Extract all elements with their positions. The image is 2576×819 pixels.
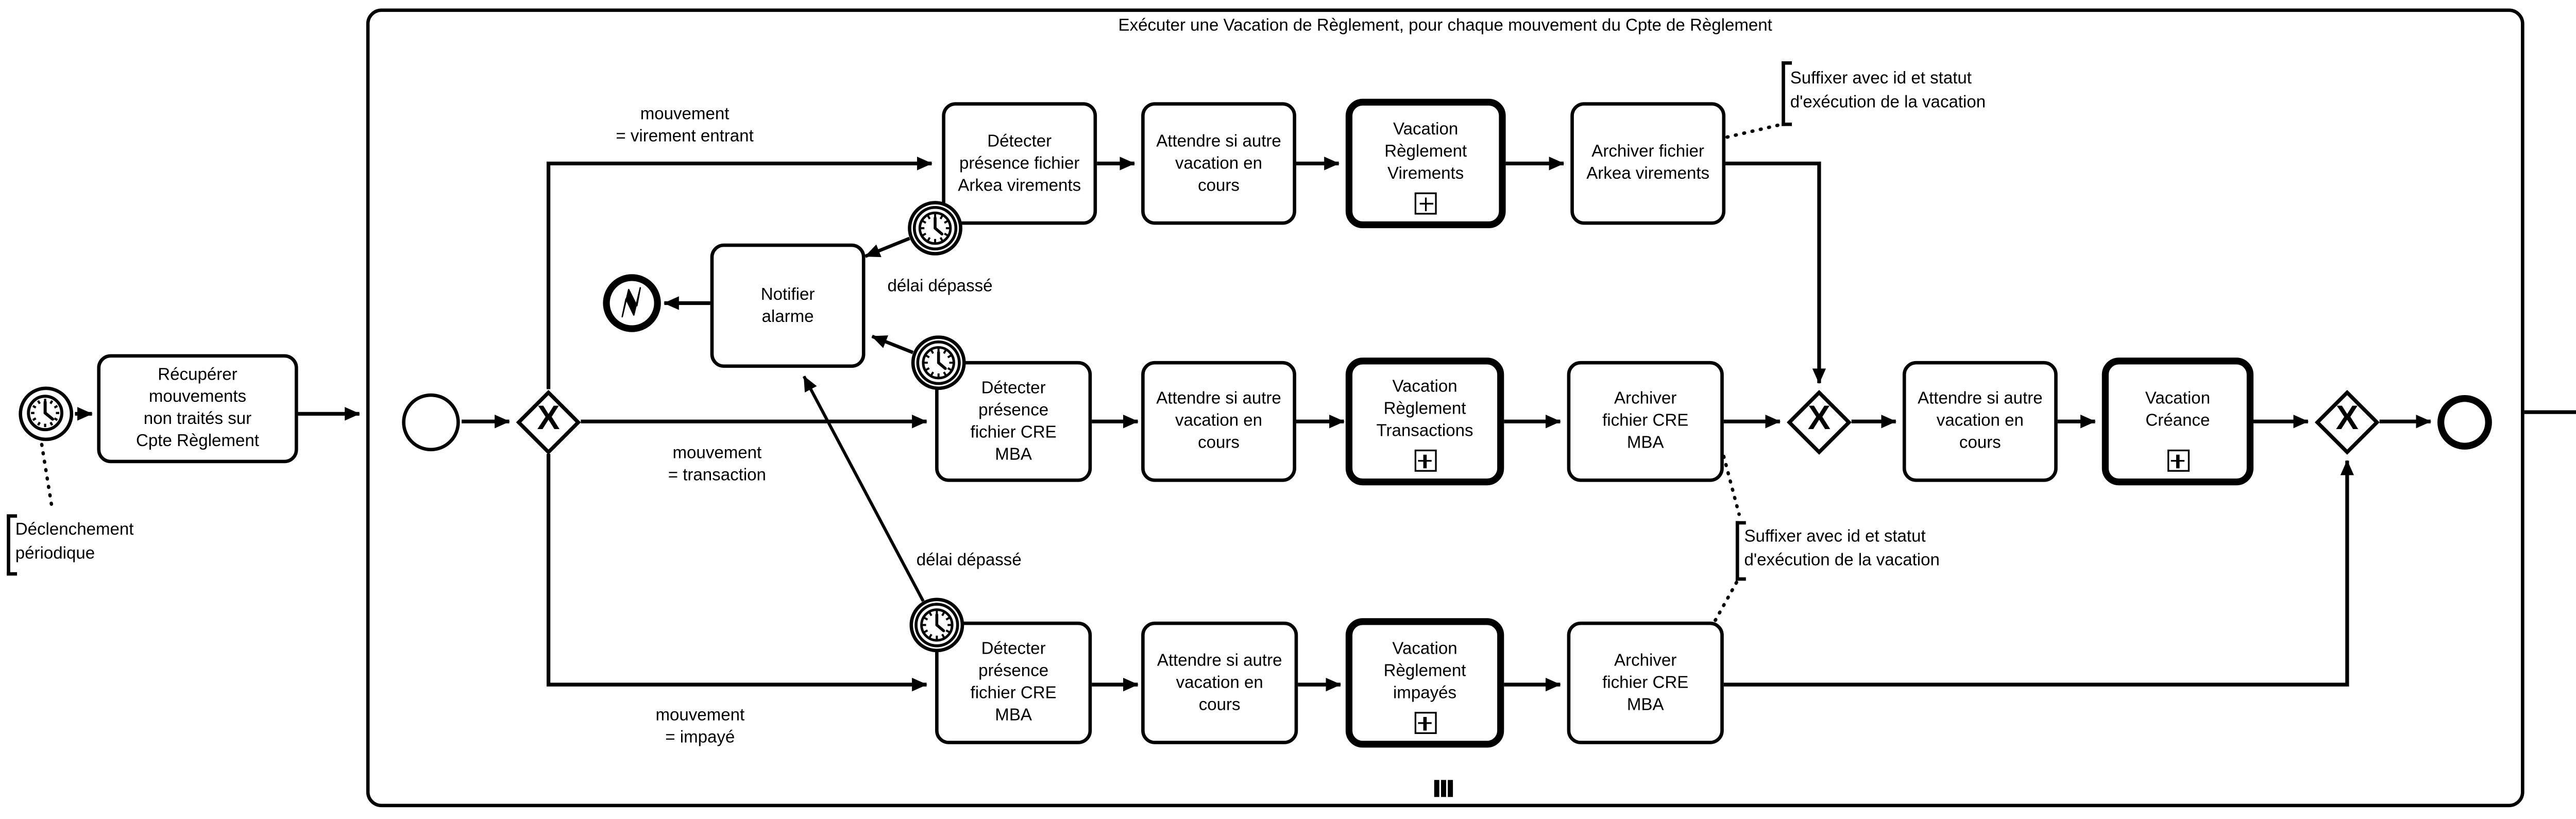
boundary-timer-3[interactable] — [909, 598, 964, 653]
annotation-trigger: Déclenchement périodique — [15, 521, 134, 563]
flow-ar3-gw3 — [1723, 459, 2354, 687]
association-suffix-note-top — [1725, 123, 1780, 139]
task-attendre-1[interactable]: Attendre si autre vacation en cours — [1141, 102, 1296, 225]
gateway-split[interactable]: X — [516, 389, 581, 454]
flow-timer2-notifier — [871, 334, 914, 354]
error-end-event[interactable] — [603, 274, 661, 332]
plus-icon[interactable] — [2166, 449, 2189, 472]
task-attendre-4[interactable]: Attendre si autre vacation en cours — [1902, 361, 2058, 482]
flow-gw1-up — [546, 157, 933, 389]
subprocess-vacation-creance[interactable]: Vacation Créance — [2102, 357, 2253, 486]
annotation-bracket — [7, 514, 18, 576]
end-event-inner[interactable] — [2437, 394, 2492, 449]
flow-timer3-notifier — [802, 376, 925, 602]
exclusive-gateway-marker: X — [1807, 400, 1831, 438]
exclusive-gateway-marker: X — [2335, 400, 2359, 438]
gateway-diamond — [1787, 389, 1852, 454]
plus-icon[interactable] — [1414, 449, 1436, 472]
timer-icon — [914, 603, 959, 647]
boundary-timer-1[interactable] — [908, 201, 962, 255]
gateway-diamond — [2315, 389, 2380, 454]
subprocess-label: Vacation Créance — [2145, 389, 2211, 430]
timer-icon — [27, 395, 63, 432]
subprocess-label: Vacation Règlement Transactions — [1376, 378, 1473, 441]
association-suffix-note-bottom-a — [1722, 454, 1741, 516]
timer-icon — [916, 340, 961, 385]
annotation-suffix-bottom: Suffixer avec id et statut d'exécution d… — [1744, 527, 1940, 570]
task-recuperer-mouvements[interactable]: Récupérer mouvements non traités sur Cpt… — [97, 354, 298, 464]
task-attendre-2[interactable]: Attendre si autre vacation en cours — [1141, 361, 1296, 482]
edge-label-delay-1: délai dépassé — [887, 277, 993, 297]
task-notifier-alarme[interactable]: Notifier alarme — [710, 243, 866, 368]
task-archiver-cre-2[interactable]: Archiver fichier CRE MBA — [1567, 621, 1724, 744]
subprocess-title: Exécuter une Vacation de Règlement, pour… — [1118, 17, 1772, 36]
boundary-timer-2[interactable] — [911, 335, 966, 390]
annotation-bracket — [1735, 521, 1746, 581]
gateway-merge[interactable]: X — [1787, 389, 1852, 454]
edge-label-virement: mouvement = virement entrant — [616, 105, 754, 147]
timer-icon — [912, 206, 958, 251]
task-detecter-arkea[interactable]: Détecter présence fichier Arkea virement… — [942, 102, 1097, 225]
edge-label-transaction: mouvement = transaction — [668, 444, 766, 486]
subprocess-label: Vacation Règlement Virements — [1384, 120, 1467, 183]
annotation-suffix-top: Suffixer avec id et statut d'exécution d… — [1790, 70, 1986, 112]
start-event[interactable] — [402, 393, 460, 451]
plus-icon[interactable] — [1414, 192, 1437, 215]
task-detecter-cre-2[interactable]: Détecter présence fichier CRE MBA — [935, 621, 1092, 744]
gateway-final[interactable]: X — [2315, 389, 2380, 454]
edge-label-impaye: mouvement = impayé — [655, 707, 745, 748]
task-attendre-3[interactable]: Attendre si autre vacation en cours — [1141, 621, 1298, 744]
subprocess-vacation-transactions[interactable]: Vacation Règlement Transactions — [1345, 357, 1504, 486]
task-detecter-cre-1[interactable]: Détecter présence fichier CRE MBA — [935, 361, 1092, 482]
association-trigger-note — [40, 442, 54, 509]
error-icon — [622, 287, 642, 318]
edge-label-delay-2: délai dépassé — [916, 552, 1022, 571]
annotation-bracket — [1782, 61, 1792, 126]
subprocess-label: Vacation Règlement impayés — [1383, 639, 1466, 703]
subprocess-vacation-impayes[interactable]: Vacation Règlement impayés — [1345, 618, 1504, 748]
plus-icon[interactable] — [1414, 711, 1436, 734]
task-archiver-arkea[interactable]: Archiver fichier Arkea virements — [1570, 102, 1726, 225]
subprocess-vacation-virements[interactable]: Vacation Règlement Virements — [1345, 98, 1506, 229]
exclusive-gateway-marker: X — [537, 400, 560, 438]
gateway-diamond — [516, 389, 581, 454]
association-suffix-note-bottom-b — [1710, 581, 1738, 627]
multi-instance-marker — [1434, 780, 1453, 797]
task-archiver-cre-1[interactable]: Archiver fichier CRE MBA — [1567, 361, 1724, 482]
flow-ar1-gw2 — [1725, 161, 1826, 384]
timer-start-event[interactable] — [19, 386, 74, 441]
flow-gw1-down — [546, 454, 927, 692]
subprocess-frame[interactable] — [366, 8, 2524, 808]
flow-timer1-notifier — [865, 236, 910, 258]
